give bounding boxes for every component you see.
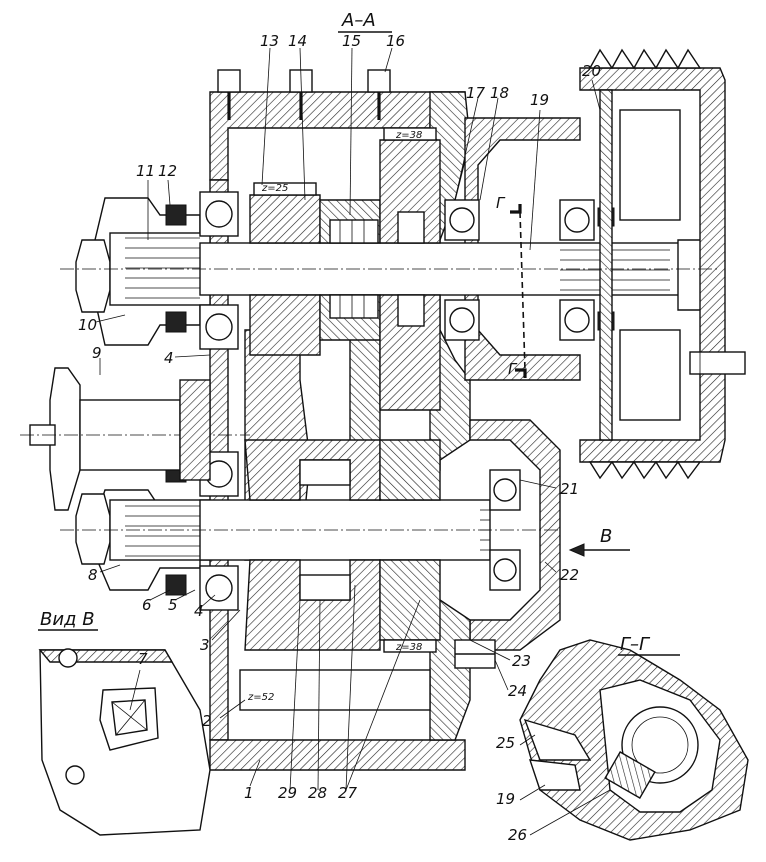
callout-16: 16 — [386, 32, 405, 50]
section-gg-title: Г–Г — [620, 634, 651, 655]
view-b-title: Вид В — [40, 609, 95, 630]
callout-27: 27 — [338, 784, 358, 802]
callout-5: 5 — [168, 596, 178, 614]
callout-4-upper: 4 — [164, 349, 174, 367]
callout-1: 1 — [244, 784, 254, 802]
callout-26: 26 — [508, 826, 527, 844]
callout-4-lower: 4 — [194, 602, 204, 620]
gear-teeth-z25: z=25 — [261, 183, 288, 194]
callout-13: 13 — [260, 32, 279, 50]
section-gg-detail: Г–Г — [519, 634, 749, 841]
callout-19-bottom: 19 — [496, 790, 515, 808]
callout-20: 20 — [582, 62, 601, 80]
callout-18: 18 — [490, 84, 509, 102]
view-b-arrow: В — [568, 526, 630, 557]
callout-14: 14 — [288, 32, 307, 50]
callout-24: 24 — [508, 682, 527, 700]
callout-6: 6 — [142, 596, 152, 614]
callout-numbers: 13 14 15 16 17 18 19 20 11 12 10 9 4 8 6… — [78, 32, 601, 844]
callout-9: 9 — [92, 344, 102, 362]
callout-2: 2 — [202, 712, 212, 730]
callout-11: 11 — [136, 162, 155, 180]
callout-28: 28 — [308, 784, 327, 802]
callout-25: 25 — [496, 734, 515, 752]
callout-22: 22 — [560, 566, 579, 584]
leader-lines — [95, 47, 611, 836]
callout-8: 8 — [88, 566, 98, 584]
callout-3: 3 — [200, 636, 210, 654]
callout-23: 23 — [512, 652, 531, 670]
callout-10: 10 — [78, 316, 97, 334]
drive-pulley-9 — [20, 367, 250, 511]
callout-29: 29 — [278, 784, 297, 802]
callout-17: 17 — [466, 84, 486, 102]
gear-teeth-z38-bottom: z=38 — [395, 642, 422, 653]
section-mark-g-top: Г — [496, 194, 506, 212]
arrow-b-label: В — [600, 526, 612, 547]
section-mark-gg-upper: Г Г — [496, 194, 527, 378]
callout-12: 12 — [158, 162, 177, 180]
pulley-brake-drum — [579, 48, 746, 480]
gear-teeth-z38-top: z=38 — [395, 130, 422, 141]
callout-19-top: 19 — [530, 91, 549, 109]
callout-21: 21 — [560, 480, 579, 498]
gear-teeth-z52: z=52 — [247, 692, 274, 703]
callout-7: 7 — [138, 650, 148, 668]
section-mark-g-bottom: Г — [508, 360, 518, 378]
lower-shaft-assembly — [75, 439, 521, 653]
section-title: А–А — [341, 10, 376, 31]
callout-15: 15 — [342, 32, 361, 50]
view-b-detail: Вид В — [38, 609, 211, 836]
